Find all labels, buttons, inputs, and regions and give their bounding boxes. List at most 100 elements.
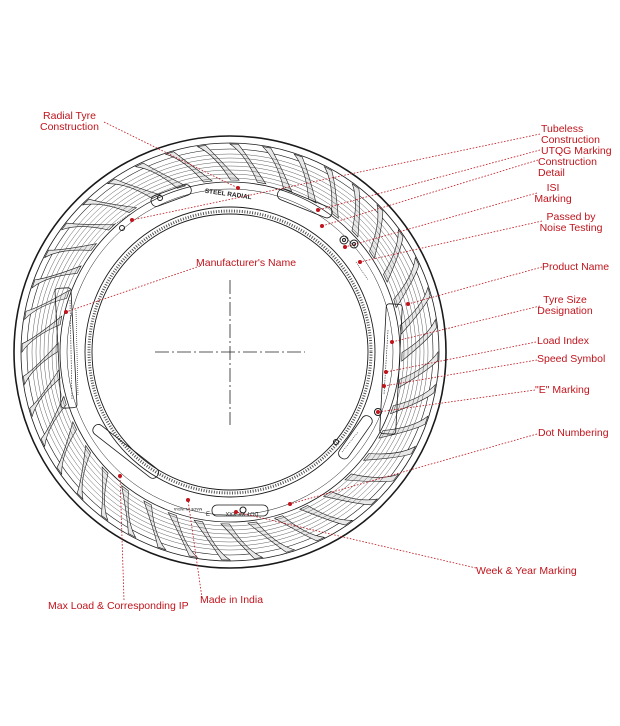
label-construction-detail: Construction Detail [538, 157, 597, 179]
label-tubeless-line1: Tubeless [541, 123, 584, 135]
leader-anchor [384, 370, 388, 374]
label-construction-line2: Detail [538, 167, 565, 179]
tread-groove [40, 395, 67, 448]
label-tubeless: Tubeless Construction [541, 124, 600, 146]
sidewall-fine-print [69, 213, 389, 453]
label-noise-line2: Noise Testing [539, 222, 603, 234]
leader-anchor [234, 510, 238, 514]
leader-line [383, 359, 538, 387]
annotation-leaders [65, 121, 543, 601]
label-construction-line1: Construction [538, 156, 597, 168]
label-e-marking: "E" Marking [535, 384, 590, 396]
sidewall-rib [39, 161, 421, 543]
sidewall-rib [51, 173, 409, 531]
tread-groove [106, 178, 161, 199]
sidewall-rib [35, 157, 425, 547]
leader-line [289, 433, 538, 505]
rim [84, 206, 376, 498]
tread-pattern [21, 143, 439, 561]
leader-anchor [118, 474, 122, 478]
sidewall-ribs [31, 153, 429, 551]
tread-groove [378, 415, 429, 439]
label-radial-line1: Radial Tyre [43, 110, 96, 122]
tread-groove [383, 228, 404, 283]
tread-groove [401, 318, 437, 362]
tread-groove [100, 466, 109, 522]
label-noise: Passed by Noise Testing [536, 212, 606, 234]
leader-anchor [358, 260, 362, 264]
leader-line [131, 133, 541, 221]
leader-line [407, 266, 543, 305]
leader-line [235, 511, 477, 569]
tread-groove [196, 145, 240, 181]
label-utqg: UTQG Marking [541, 145, 612, 157]
label-radial-line2: Construction [40, 121, 99, 133]
leader-line [317, 149, 541, 211]
sidewall-panels [54, 184, 403, 517]
label-isi: ISI Marking [533, 183, 573, 205]
tread-groove [362, 445, 417, 461]
sidewall-rib [43, 165, 417, 539]
tread-groove [31, 265, 82, 289]
leader-anchor [382, 384, 386, 388]
center-crosshair [155, 280, 305, 425]
label-manufacturer: Manufacturer's Name [196, 257, 297, 269]
tread-groove [299, 505, 354, 526]
tread-groove [76, 444, 91, 501]
label-week-year: Week & Year Marking [476, 565, 577, 577]
leader-line [103, 121, 239, 189]
tread-groove [164, 151, 213, 183]
sidewall-rib [55, 177, 405, 527]
tread-groove [247, 521, 296, 553]
leader-anchor [390, 340, 394, 344]
tread-groove [220, 523, 264, 559]
leader-line [187, 499, 203, 599]
leader-anchor [236, 186, 240, 190]
label-tyre-size: Tyre Size Designation [536, 295, 594, 317]
leader-anchor [130, 218, 134, 222]
tread-groove [56, 421, 77, 476]
annotation-anchors [64, 186, 410, 514]
label-size-line1: Tyre Size [543, 294, 587, 306]
label-load-index: Load Index [537, 335, 589, 347]
marking-symbols [119, 195, 382, 514]
tread-groove [390, 383, 436, 415]
tread-groove [273, 515, 326, 542]
tread-groove [60, 222, 116, 231]
leader-anchor [406, 302, 410, 306]
tread-groove [143, 500, 167, 551]
tread-groove [24, 289, 71, 321]
tread-groove [369, 203, 384, 260]
e-mark: E [206, 512, 210, 518]
leader-line [385, 341, 537, 373]
leader-line [377, 389, 536, 413]
tread-groove [351, 182, 360, 238]
made-in-india-mark: MADE IN INDIA [173, 507, 202, 512]
label-max-load: Max Load & Corresponding IP [48, 600, 189, 612]
label-speed-symbol: Speed Symbol [537, 353, 606, 365]
tread-groove [393, 256, 420, 309]
tread-groove [21, 315, 63, 354]
leader-anchor [376, 410, 380, 414]
leader-line [65, 265, 201, 313]
tread-groove [228, 143, 267, 185]
leader-anchor [64, 310, 68, 314]
label-tubeless-line2: Construction [541, 134, 600, 146]
label-isi-line2: Marking [534, 193, 572, 205]
leader-line [119, 475, 125, 601]
tread-groove [23, 342, 59, 386]
label-made-in-india: Made in India [200, 594, 264, 606]
leader-anchor [316, 208, 320, 212]
label-noise-line1: Passed by [546, 211, 596, 223]
label-dot-numbering: Dot Numbering [538, 427, 609, 439]
leader-anchor [288, 502, 292, 506]
sidewall-rib [47, 169, 413, 535]
label-product: Product Name [542, 261, 610, 273]
leader-line [321, 159, 539, 227]
tread-groove [121, 484, 137, 539]
leader-anchor [320, 224, 324, 228]
leader-line [359, 220, 543, 263]
tread-groove [134, 162, 187, 189]
tread-groove [293, 153, 317, 204]
